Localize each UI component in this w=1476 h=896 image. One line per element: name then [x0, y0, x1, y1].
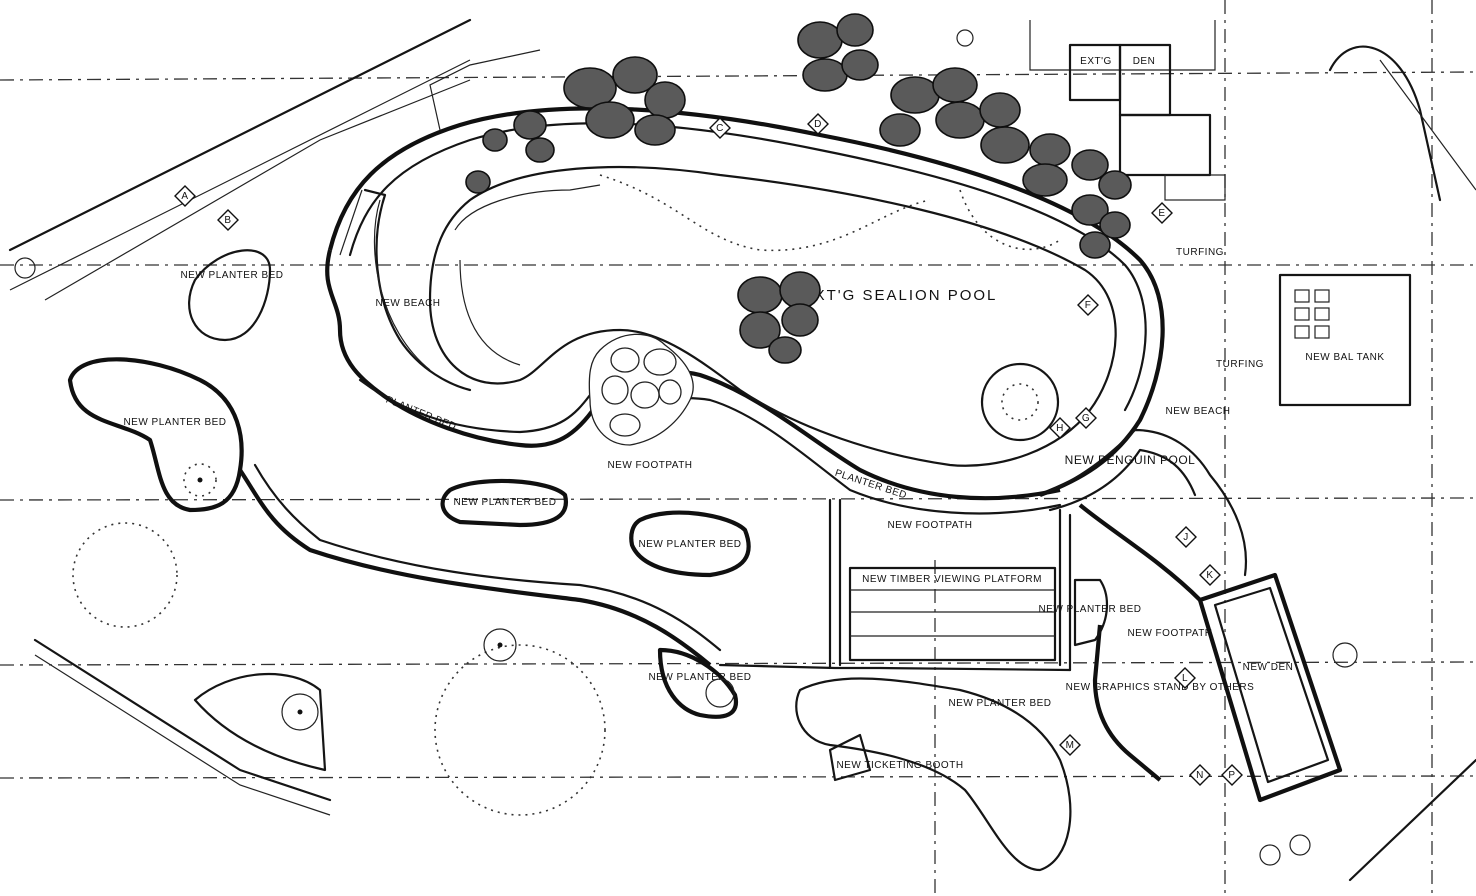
- planter-bed-top-left: NEW PLANTER BED: [180, 249, 283, 342]
- tree-symbols: [14, 29, 1358, 866]
- sealion-pool-label: EXT'G SEALION POOL: [803, 287, 998, 304]
- tag-marker: L: [1174, 667, 1196, 689]
- tag-marker: B: [217, 209, 239, 231]
- penguin-pool: NEW PENGUIN POOL NEW BEACH: [980, 362, 1247, 577]
- new-planter-right-label: NEW PLANTER BED: [1038, 604, 1141, 615]
- tag-marker: D: [807, 113, 829, 135]
- new-beach-right-label: NEW BEACH: [1165, 406, 1230, 417]
- planter-arc-label: PLANTER BED: [384, 395, 458, 433]
- planter-bed-bottom-label: NEW PLANTER BED: [948, 698, 1051, 709]
- tag-marker: P: [1221, 764, 1243, 786]
- svg-text:D: D: [814, 119, 822, 130]
- stone-rings: [72, 522, 606, 816]
- svg-text:B: B: [224, 215, 231, 226]
- tag-marker: N: [1189, 764, 1211, 786]
- bal-tank-label: NEW BAL TANK: [1305, 352, 1384, 363]
- new-footpath-far-right-label: NEW FOOTPATH: [1127, 628, 1212, 639]
- planter-bed-left: NEW PLANTER BED: [67, 357, 244, 513]
- boundary-lines: [8, 18, 1476, 882]
- new-footpath-right-label: NEW FOOTPATH: [887, 520, 972, 531]
- existing-den-block: EXT'G DEN: [1029, 20, 1226, 201]
- new-planter-bed-left-label: NEW PLANTER BED: [123, 417, 226, 428]
- svg-text:L: L: [1182, 673, 1188, 684]
- sealion-pool: EXT'G SEALION POOL: [428, 165, 1117, 467]
- tag-marker: H: [1049, 417, 1071, 439]
- reference-tags: A B C D E F G H J K L M N P: [174, 113, 1243, 786]
- penguin-pool-label: NEW PENGUIN POOL: [1065, 453, 1196, 467]
- turfing-right-label: TURFING: [1216, 359, 1264, 370]
- tree-canopies: [465, 13, 1132, 364]
- bal-tank: NEW BAL TANK: [1278, 273, 1412, 407]
- new-planter-bed-top-label: NEW PLANTER BED: [180, 270, 283, 281]
- tag-marker: A: [174, 185, 196, 207]
- beach-left: NEW BEACH: [363, 188, 472, 392]
- svg-text:P: P: [1228, 770, 1235, 781]
- timber-viewing-platform: NEW TIMBER VIEWING PLATFORM: [848, 566, 1057, 662]
- ticketing-booth-label: NEW TICKETING BOOTH: [836, 760, 963, 771]
- svg-text:E: E: [1158, 208, 1165, 219]
- extg-den-label-1: EXT'G: [1080, 56, 1112, 67]
- tag-marker: F: [1077, 294, 1099, 316]
- svg-text:H: H: [1056, 423, 1064, 434]
- planter-beds-center: NEW PLANTER BED NEW PLANTER BED NEW PLAN…: [440, 478, 1141, 872]
- tag-marker: E: [1151, 202, 1173, 224]
- svg-text:C: C: [716, 123, 724, 134]
- graphics-stand-label: NEW GRAPHICS STAND BY OTHERS: [1066, 682, 1255, 693]
- tag-marker: J: [1175, 526, 1197, 548]
- svg-text:F: F: [1085, 300, 1092, 311]
- planter-bed-lower-label: NEW PLANTER BED: [638, 539, 741, 550]
- svg-text:A: A: [181, 191, 188, 202]
- tag-marker: K: [1199, 564, 1221, 586]
- tag-marker: M: [1059, 734, 1081, 756]
- sealion-enclosure-walls: [325, 49, 1165, 515]
- new-planter-bed-lower-left-label: NEW PLANTER BED: [648, 672, 751, 683]
- new-beach-left-label: NEW BEACH: [375, 298, 440, 309]
- new-den-label: NEW DEN: [1243, 662, 1294, 673]
- turfing-top-label: TURFING: [1176, 247, 1224, 258]
- new-den: NEW DEN: [1197, 572, 1343, 803]
- rock-island: [588, 333, 694, 446]
- footpath-network: NEW FOOTPATH NEW FOOTPATH NEW FOOTPATH: [238, 460, 1212, 782]
- svg-text:N: N: [1196, 770, 1204, 781]
- extg-den-label-2: DEN: [1133, 56, 1156, 67]
- planter-bed-center-label: NEW PLANTER BED: [453, 497, 556, 508]
- ticketing-and-graphics: NEW GRAPHICS STAND BY OTHERS NEW TICKETI…: [828, 682, 1255, 782]
- svg-text:G: G: [1082, 413, 1090, 424]
- svg-text:M: M: [1066, 740, 1075, 751]
- tag-marker: C: [709, 117, 731, 139]
- new-footpath-center-label: NEW FOOTPATH: [607, 460, 692, 471]
- timber-platform-label: NEW TIMBER VIEWING PLATFORM: [862, 574, 1042, 585]
- tag-marker: G: [1075, 407, 1097, 429]
- svg-text:J: J: [1183, 532, 1189, 543]
- svg-text:K: K: [1206, 570, 1213, 581]
